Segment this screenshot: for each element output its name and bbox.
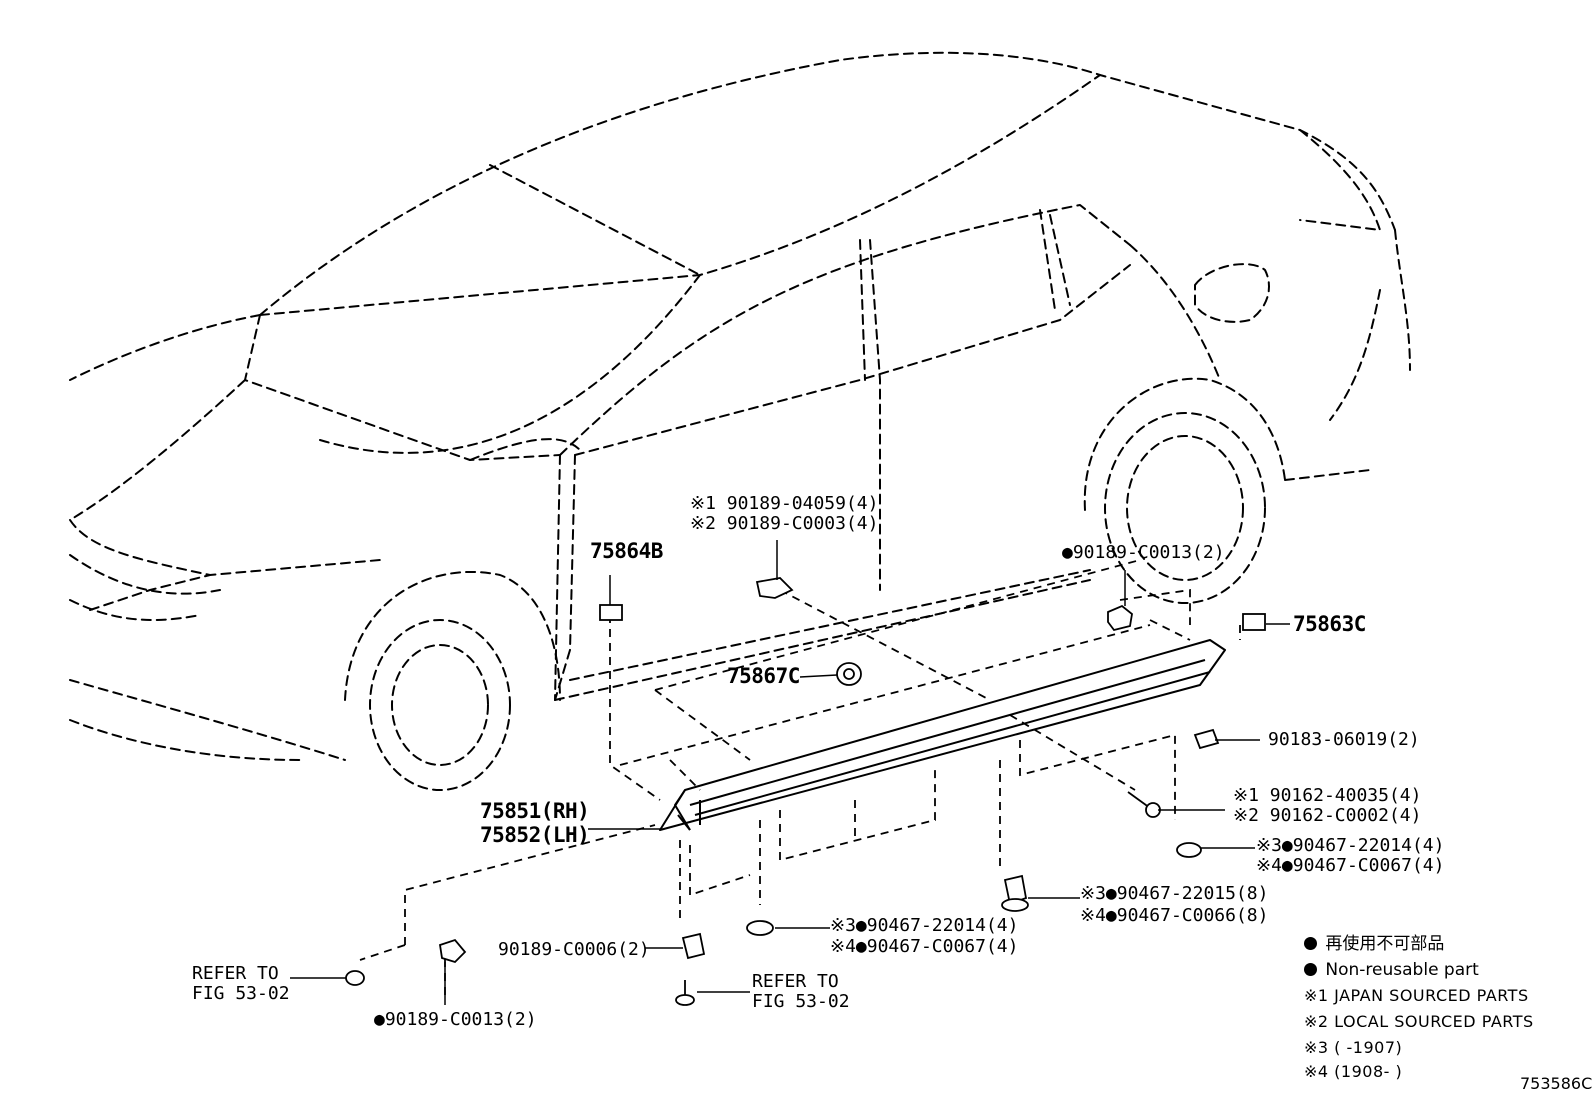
label-75864b: 75864B [590,539,663,563]
label-clip-local: ※2 90189-C0003(4) [690,513,879,534]
label-clip-mid-4: ※4●90467-C0066(8) [1080,905,1269,926]
label-75863c: 75863C [1293,612,1366,636]
label-nut-left-4: ※4●90467-C0067(4) [830,936,1019,957]
rocker-panel [659,639,1226,831]
legend-text-en: Non-reusable part [1325,960,1479,980]
label-screw-japan: ※1 90162-40035(4) [1233,785,1422,806]
label-clip-mid-3: ※3●90467-22015(8) [1080,883,1269,904]
label-refer-left-1: REFER TO [192,963,279,984]
label-nut-right-4: ※4●90467-C0067(4) [1256,855,1445,876]
filled-dot-icon [1304,937,1317,950]
legend-text-jp: 再使用不可部品 [1325,934,1445,954]
legend-note-3: ※3 ( -1907) [1304,1038,1403,1057]
label-90189-c0006: 90189-C0006(2) [498,939,650,960]
legend-note-2: ※2 LOCAL SOURCED PARTS [1304,1012,1534,1031]
label-refer-left-2: FIG 53-02 [192,983,290,1004]
leader-lines [290,540,1290,1005]
label-clip-c0013-bottom: ●90189-C0013(2) [374,1009,537,1030]
label-75852-lh: 75852(LH) [480,823,590,847]
car-body-outline [69,51,1411,791]
figure-id: 753586C [1520,1074,1592,1093]
label-75851-rh: 75851(RH) [480,799,590,823]
label-nut-left-3: ※3●90467-22014(4) [830,915,1019,936]
legend-nonreusable-jp: 再使用不可部品 [1304,932,1444,956]
fastener-parts [345,577,1266,1006]
legend-note-1: ※1 JAPAN SOURCED PARTS [1304,986,1529,1005]
legend-note-4: ※4 (1908- ) [1304,1062,1403,1081]
label-75867c: 75867C [727,664,800,688]
label-nut-right-3: ※3●90467-22014(4) [1256,835,1445,856]
assembly-lines [359,559,1241,1000]
label-refer-right-2: FIG 53-02 [752,991,850,1012]
label-clip-japan: ※1 90189-04059(4) [690,493,879,514]
label-refer-right-1: REFER TO [752,971,839,992]
label-screw-local: ※2 90162-C0002(4) [1233,805,1422,826]
legend-nonreusable-en: Non-reusable part [1304,958,1479,982]
label-clip-c0013-top: ●90189-C0013(2) [1062,542,1225,563]
label-90183-06019: 90183-06019(2) [1268,729,1420,750]
filled-dot-icon [1304,963,1317,976]
